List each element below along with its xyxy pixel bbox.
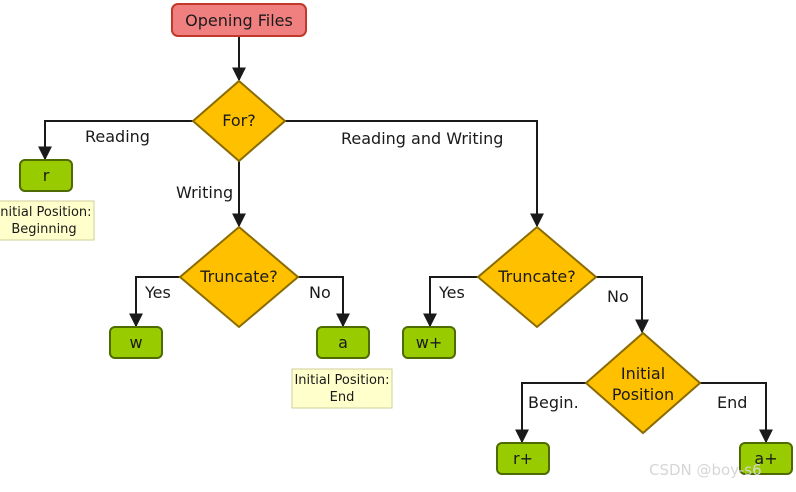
mode-r-plus-box: r+ <box>496 442 550 475</box>
r-note-line2: Beginning <box>11 222 76 237</box>
truncate-rw-label: Truncate? <box>497 267 576 286</box>
mode-r-box: r <box>19 159 73 192</box>
edge-for-to-truncate-rw <box>285 120 544 228</box>
r-note-line1: Initial Position: <box>0 205 92 220</box>
edge-label-no-rw: No <box>607 287 629 306</box>
edge-initial-to-rplus <box>515 382 586 444</box>
mode-a-box: a <box>316 326 370 359</box>
edge-truncate-writing-to-a <box>298 276 350 328</box>
start-node-label: Opening Files <box>185 11 293 30</box>
a-note-line1: Initial Position: <box>294 373 389 388</box>
mode-w-plus-label: w+ <box>416 333 443 352</box>
initial-position-decision: Initial Position <box>584 331 702 435</box>
edge-label-begin: Begin. <box>528 393 579 412</box>
mode-r-label: r <box>43 166 50 185</box>
connectors <box>38 36 773 444</box>
for-decision: For? <box>191 79 287 163</box>
edge-truncate-rw-to-wplus <box>423 276 478 328</box>
truncate-rw-decision: Truncate? <box>476 225 598 329</box>
initial-position-label-line2: Position <box>612 385 674 404</box>
truncate-writing-decision: Truncate? <box>178 225 300 329</box>
edge-label-reading: Reading <box>85 127 150 146</box>
a-initial-position-note: Initial Position: End <box>291 368 393 409</box>
mode-w-box: w <box>109 326 163 359</box>
edge-truncate-writing-to-w <box>129 276 180 328</box>
mode-a-plus-box: a+ <box>739 442 793 475</box>
edge-for-to-r <box>38 120 193 161</box>
edge-label-end: End <box>717 393 747 412</box>
edge-label-writing: Writing <box>176 183 233 202</box>
edge-truncate-rw-to-initial <box>596 276 649 334</box>
initial-position-label-line1: Initial <box>621 364 665 383</box>
edge-labels: Reading Writing Reading and Writing Yes … <box>85 127 747 412</box>
edge-label-yes-writing: Yes <box>144 283 171 302</box>
mode-w-plus-box: w+ <box>402 326 456 359</box>
mode-a-plus-label: a+ <box>754 449 777 468</box>
edge-label-yes-rw: Yes <box>438 283 465 302</box>
mode-a-label: a <box>338 333 348 352</box>
mode-r-plus-label: r+ <box>513 449 533 468</box>
edge-initial-to-aplus <box>700 382 773 444</box>
edge-label-reading-and-writing: Reading and Writing <box>341 129 503 148</box>
r-initial-position-note: Initial Position: Beginning <box>0 200 95 241</box>
edge-label-no-writing: No <box>309 283 331 302</box>
csdn-watermark: CSDN @boy-s6 <box>649 461 762 479</box>
for-decision-label: For? <box>222 111 256 130</box>
start-node: Opening Files <box>171 3 307 37</box>
a-note-line2: End <box>330 390 355 405</box>
truncate-writing-label: Truncate? <box>199 267 278 286</box>
mode-w-label: w <box>129 333 142 352</box>
